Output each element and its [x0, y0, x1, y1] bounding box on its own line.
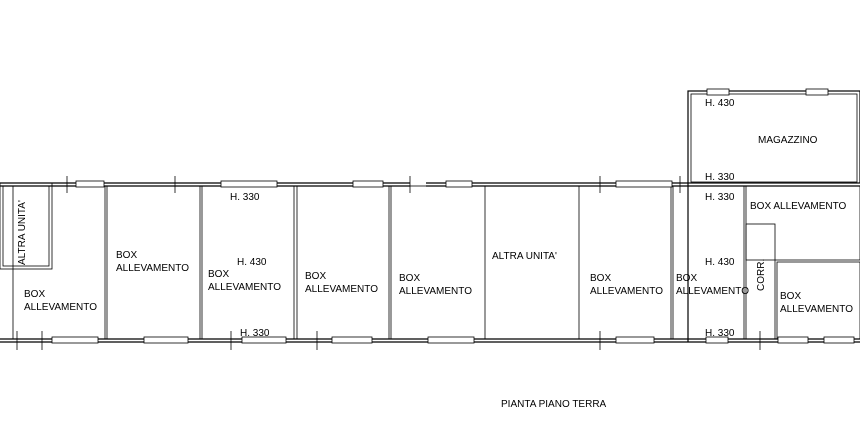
room-label-box-9: BOX — [780, 291, 801, 302]
room-label-box-9: ALLEVAMENTO — [780, 304, 853, 315]
room-label-box-2: BOX — [116, 250, 137, 261]
room-label-box-2: ALLEVAMENTO — [116, 263, 189, 274]
room-label-box-1: BOX — [24, 289, 45, 300]
height-label: H. 330 — [230, 192, 260, 203]
height-label: H. 430 — [705, 257, 735, 268]
room-label-box-4: ALLEVAMENTO — [305, 284, 378, 295]
wall-ticks — [16, 176, 761, 350]
outer-walls — [0, 90, 860, 343]
room-label-box-7: ALLEVAMENTO — [676, 286, 749, 297]
room-label-box-1: ALLEVAMENTO — [24, 302, 97, 313]
room-label-magazzino: MAGAZZINO — [758, 135, 818, 146]
windows — [51, 88, 855, 344]
room-label-box-3: BOX — [208, 269, 229, 280]
height-label: H. 330 — [705, 192, 735, 203]
room-label-box-4: BOX — [305, 271, 326, 282]
room-label-box-3: ALLEVAMENTO — [208, 282, 281, 293]
room-label-corr: CORR. — [756, 259, 767, 291]
partition-walls — [0, 182, 860, 340]
room-label-box-6: BOX — [590, 273, 611, 284]
room-label-box-7: BOX — [676, 273, 697, 284]
height-label: H. 330 — [705, 172, 735, 183]
room-label-altra-unita-left: ALTRA UNITA' — [17, 200, 28, 265]
room-label-altra-unita-center: ALTRA UNITA' — [492, 251, 557, 262]
height-label: H. 330 — [705, 328, 735, 339]
room-label-box-6: ALLEVAMENTO — [590, 286, 663, 297]
room-label-box-8: BOX ALLEVAMENTO — [750, 201, 847, 212]
plan-title: PIANTA PIANO TERRA — [501, 399, 607, 410]
room-label-box-5: ALLEVAMENTO — [399, 286, 472, 297]
height-label: H. 330 — [240, 328, 270, 339]
room-label-box-5: BOX — [399, 273, 420, 284]
height-label: H. 430 — [705, 98, 735, 109]
height-label: H. 430 — [237, 257, 267, 268]
